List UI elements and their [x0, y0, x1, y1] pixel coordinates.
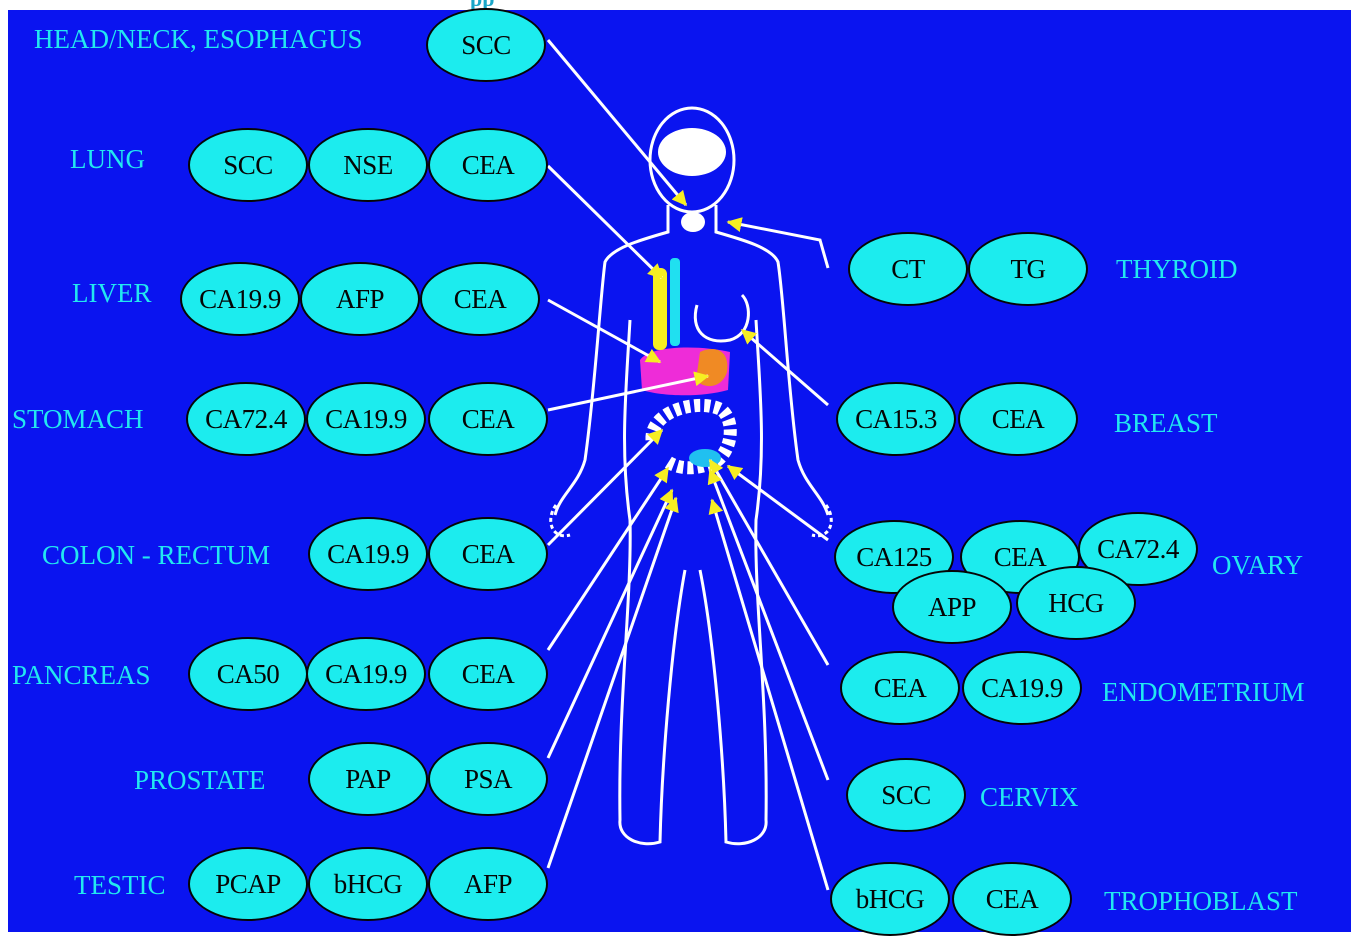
marker-breast-cea: CEA — [958, 382, 1078, 456]
organ-label-ovary: OVARY — [1212, 552, 1303, 579]
organ-label-prostate: PROSTATE — [134, 767, 265, 794]
marker-testic-afp: AFP — [428, 847, 548, 921]
marker-lung-nse: NSE — [308, 128, 428, 202]
marker-stomach-ca199: CA19.9 — [306, 382, 426, 456]
marker-thyroid-tg: TG — [968, 232, 1088, 306]
marker-prostate-psa: PSA — [428, 742, 548, 816]
marker-stomach-cea: CEA — [428, 382, 548, 456]
organ-label-liver: LIVER — [72, 280, 151, 307]
marker-ovary-hcg: HCG — [1016, 566, 1136, 640]
marker-lung-scc: SCC — [188, 128, 308, 202]
marker-liver-ca199: CA19.9 — [180, 262, 300, 336]
organ-label-breast: BREAST — [1114, 410, 1218, 437]
organ-label-thyroid: THYROID — [1116, 256, 1238, 283]
marker-prostate-pap: PAP — [308, 742, 428, 816]
organ-label-colon-rectum: COLON - RECTUM — [42, 542, 270, 569]
organ-label-head-neck: HEAD/NECK, ESOPHAGUS — [34, 26, 363, 53]
marker-pancreas-ca50: CA50 — [188, 637, 308, 711]
organ-label-trophoblast: TROPHOBLAST — [1104, 888, 1298, 915]
organ-label-endometrium: ENDOMETRIUM — [1102, 679, 1305, 706]
marker-breast-ca153: CA15.3 — [836, 382, 956, 456]
marker-head-neck-scc: SCC — [426, 8, 546, 82]
organ-label-stomach: STOMACH — [12, 406, 144, 433]
marker-trophoblast-cea: CEA — [952, 862, 1072, 936]
marker-ovary-app: APP — [892, 570, 1012, 644]
marker-lung-cea: CEA — [428, 128, 548, 202]
marker-liver-afp: AFP — [300, 262, 420, 336]
organ-label-pancreas: PANCREAS — [12, 662, 151, 689]
marker-colon-ca199: CA19.9 — [308, 517, 428, 591]
marker-trophoblast-bhcg: bHCG — [830, 862, 950, 936]
marker-endometrium-ca199: CA19.9 — [962, 651, 1082, 725]
marker-thyroid-ct: CT — [848, 232, 968, 306]
marker-pancreas-ca199: CA19.9 — [306, 637, 426, 711]
marker-pancreas-cea: CEA — [428, 637, 548, 711]
marker-endometrium-cea: CEA — [840, 651, 960, 725]
organ-label-cervix: CERVIX — [980, 784, 1078, 811]
marker-testic-pcap: PCAP — [188, 847, 308, 921]
organ-label-testic: TESTIC — [74, 872, 166, 899]
lung-bar-cyan — [670, 258, 680, 346]
marker-cervix-scc: SCC — [846, 758, 966, 832]
thyroid-shape — [681, 212, 705, 232]
marker-stomach-ca724: CA72.4 — [186, 382, 306, 456]
marker-testic-bhcg: bHCG — [308, 847, 428, 921]
brain-shape — [658, 128, 726, 176]
uterus-shape — [689, 449, 721, 467]
marker-colon-cea: CEA — [428, 517, 548, 591]
marker-liver-cea: CEA — [420, 262, 540, 336]
lung-bar-yellow — [653, 268, 667, 350]
organ-label-lung: LUNG — [70, 146, 145, 173]
